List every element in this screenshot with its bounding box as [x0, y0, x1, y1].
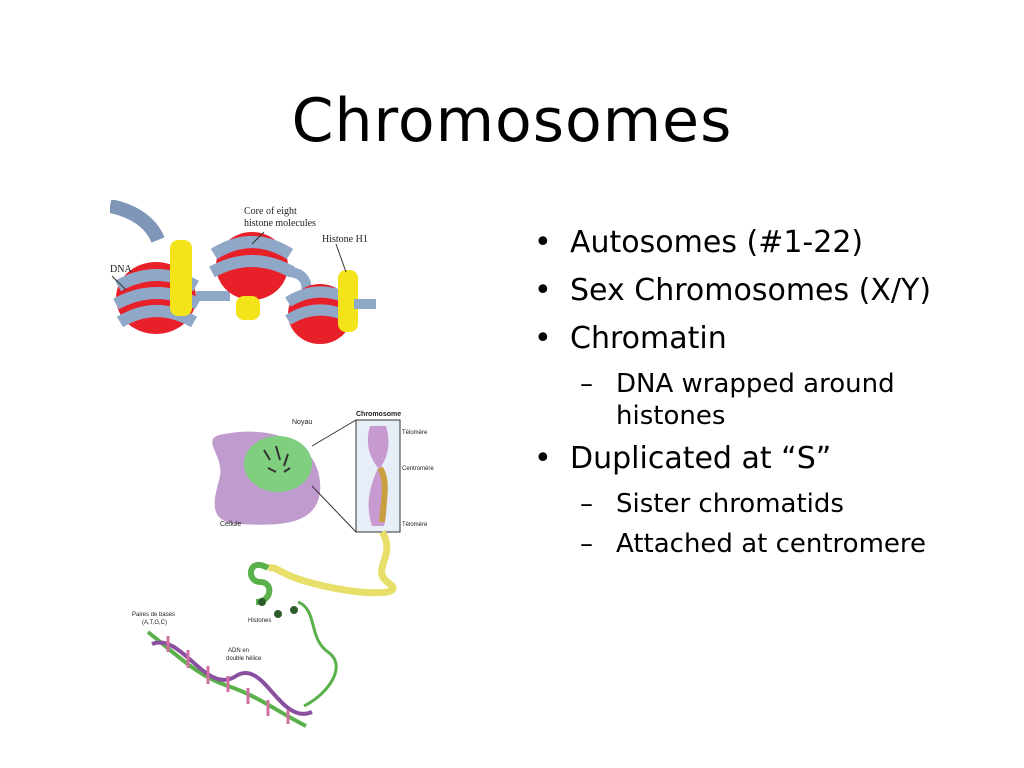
nucleus-shape — [244, 436, 312, 492]
label-core-2: histone molecules — [244, 218, 316, 229]
sub-bullet-item: – Sister chromatids — [530, 488, 950, 520]
bullet-item: • Duplicated at “S” — [530, 440, 950, 478]
label-adn-2: double hélice — [226, 656, 262, 662]
bullet-text: Duplicated at “S” — [570, 441, 832, 476]
label-telomere-bottom: Télomère — [402, 522, 428, 528]
bullet-glyph: • — [534, 321, 552, 356]
bullet-text: Autosomes (#1-22) — [570, 225, 864, 260]
dna-helix-strand-2 — [151, 640, 313, 716]
dash-glyph: – — [580, 489, 593, 519]
histone-h1-right — [338, 270, 358, 332]
histone-h1-middle — [236, 296, 260, 320]
bullet-text: Sex Chromosomes (X/Y) — [570, 273, 932, 308]
label-adn-1: ADN en — [228, 648, 249, 654]
sub-bullet-item: – DNA wrapped around histones — [530, 368, 950, 432]
bullet-text: Chromatin — [570, 321, 727, 356]
nucleosome-figure: Core of eight histone molecules Histone … — [108, 199, 378, 350]
label-paires-2: (A,T,G,C) — [142, 620, 167, 626]
label-paires-1: Paires de bases — [132, 612, 175, 618]
label-histone-h1: Histone H1 — [322, 234, 368, 245]
dash-glyph: – — [580, 529, 593, 559]
slide-title: Chromosomes — [291, 86, 733, 156]
label-chromosome: Chromosome — [356, 411, 401, 418]
dna-strand — [108, 199, 165, 244]
chromosome-figure: Noyau Chromosome Télomère Centromère Tél… — [128, 406, 436, 736]
sub-bullet-text: Attached at centromere — [616, 529, 927, 559]
label-noyau: Noyau — [292, 419, 312, 426]
bullet-item: • Chromatin — [530, 320, 950, 358]
dash-glyph: – — [580, 369, 593, 399]
label-cellule: Cellule — [220, 521, 242, 528]
bullet-list: • Autosomes (#1-22) • Sex Chromosomes (X… — [530, 224, 950, 568]
bullet-glyph: • — [534, 225, 552, 260]
bullet-item: • Autosomes (#1-22) — [530, 224, 950, 262]
histone-h1-left — [170, 240, 192, 316]
sub-bullet-item: – Attached at centromere — [530, 528, 950, 560]
bullet-glyph: • — [534, 441, 552, 476]
label-telomere-top: Télomère — [402, 430, 428, 436]
chromatin-coil — [248, 562, 273, 605]
sub-bullet-text: DNA wrapped around histones — [616, 369, 895, 431]
label-histones: Histones — [248, 618, 271, 624]
sub-bullet-text: Sister chromatids — [616, 489, 844, 519]
bullet-item: • Sex Chromosomes (X/Y) — [530, 272, 950, 310]
bullet-glyph: • — [534, 273, 552, 308]
label-dna: DNA — [110, 264, 132, 275]
label-centromere: Centromère — [402, 466, 434, 472]
label-core: Core of eight — [244, 206, 297, 217]
